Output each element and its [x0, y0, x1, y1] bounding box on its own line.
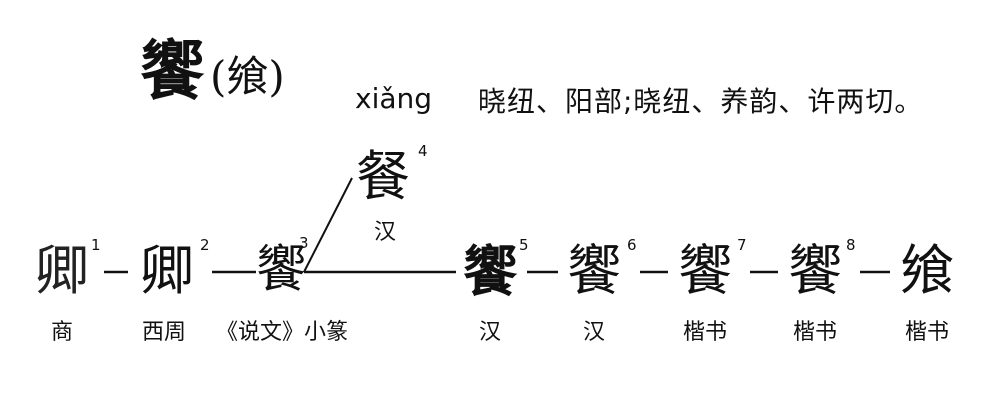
label-kaishu-7: 楷书 [682, 320, 727, 345]
glyph-kaishu-7: 饗 [678, 239, 732, 302]
glyph-han-branch: 餐 [356, 145, 410, 208]
glyph-kaishu-8: 饗 [788, 239, 842, 302]
fanqie-reading: 晓纽、阳部;晓纽、养韵、许两切。 [478, 85, 924, 118]
glyph-index-2: 2 [200, 236, 210, 254]
pinyin: xiǎng [355, 82, 433, 115]
glyph-index-3: 3 [299, 234, 309, 252]
glyph-index-1: 1 [91, 236, 101, 254]
glyph-index-7: 7 [737, 236, 747, 254]
head-variant: (飨) [210, 52, 285, 101]
label-han-5: 汉 [478, 320, 501, 345]
label-shuowen-xiaozhuan: 《说文》小篆 [215, 320, 348, 345]
head-character: 饗 [140, 34, 204, 109]
glyph-han-6: 饗 [567, 239, 621, 302]
label-han-branch: 汉 [373, 220, 396, 245]
label-western-zhou: 西周 [141, 320, 186, 345]
glyph-index-6: 6 [627, 236, 637, 254]
label-kaishu-simplified: 楷书 [904, 320, 949, 345]
label-han-6: 汉 [582, 320, 605, 345]
glyph-kaishu-simplified: 飨 [900, 239, 954, 302]
label-shang: 商 [50, 320, 73, 345]
connector-branch-up [303, 177, 353, 273]
glyph-han-5: 饗 [463, 239, 517, 303]
label-kaishu-8: 楷书 [792, 320, 837, 345]
glyph-shang: 卿 [35, 239, 89, 302]
glyph-index-4: 4 [418, 142, 428, 160]
glyph-xiaozhuan: 饗 [256, 240, 306, 298]
glyph-index-5: 5 [519, 236, 529, 254]
glyph-index-8: 8 [846, 236, 856, 254]
glyph-western-zhou: 卿 [140, 239, 194, 302]
